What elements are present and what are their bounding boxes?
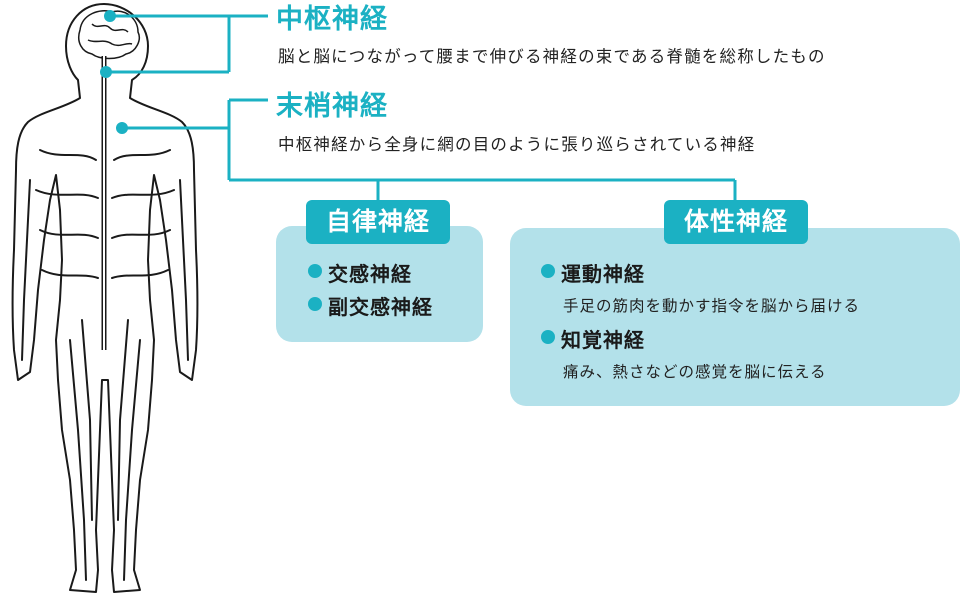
- central-heading: 中枢神経: [276, 4, 388, 35]
- bullet-dot-icon: [308, 296, 322, 311]
- somatic-panel: [510, 228, 960, 406]
- somatic-tab: 体性神経: [664, 200, 808, 244]
- bullet-dot-icon: [308, 263, 322, 278]
- autonomic-tab: 自律神経: [306, 200, 450, 244]
- spinal-pointer-dot: [100, 66, 112, 78]
- somatic-motor-description: 手足の筋肉を動かす指令を脳から届ける: [563, 297, 861, 315]
- somatic-item-sensory: 知覚神経: [541, 324, 645, 353]
- somatic-item-motor: 運動神経: [541, 258, 645, 287]
- autonomic-item-sympathetic: 交感神経: [308, 258, 412, 287]
- brain-pointer-dot: [104, 10, 116, 22]
- peripheral-description: 中枢神経から全身に網の目のように張り巡らされている神経: [278, 135, 756, 154]
- bullet-dot-icon: [541, 329, 555, 344]
- central-description: 脳と脳につながって腰まで伸びる神経の束である脊髄を総称したもの: [278, 47, 826, 66]
- somatic-sensory-description: 痛み、熱さなどの感覚を脳に伝える: [563, 363, 827, 381]
- human-nervous-system-illustration: [11, 3, 199, 593]
- peripheral-heading: 末梢神経: [276, 91, 388, 122]
- autonomic-panel: [276, 226, 483, 342]
- peripheral-pointer-dot: [116, 122, 128, 134]
- autonomic-item-parasympathetic: 副交感神経: [308, 291, 433, 320]
- body-outline: [11, 3, 199, 593]
- bullet-dot-icon: [541, 263, 555, 278]
